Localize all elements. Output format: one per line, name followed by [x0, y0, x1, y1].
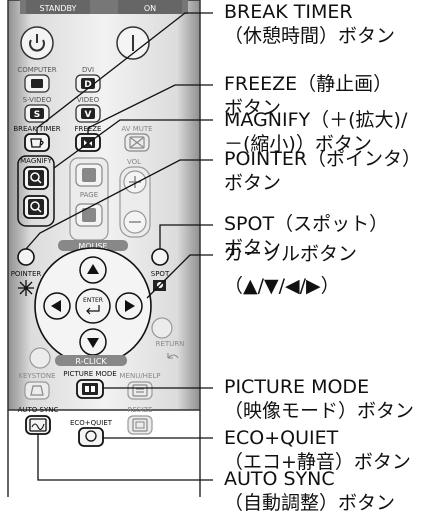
- leader-magnify: [53, 119, 213, 169]
- dvi-button[interactable]: D: [75, 74, 101, 93]
- page-down-button[interactable]: [75, 203, 103, 227]
- on-label: ON: [144, 4, 156, 13]
- callout-break-timer: BREAK TIMER （休憩時間）ボタン: [224, 0, 395, 48]
- callout-spot-line2: ボタン: [224, 237, 282, 259]
- callout-auto-sync: AUTO SYNC （自動調整）ボタン: [224, 467, 395, 515]
- callout-freeze-line2: ボタン: [224, 97, 282, 119]
- callout-magnify: MAGNIFY（＋(拡大)/ －(縮小)）ボタン: [224, 108, 407, 156]
- leader-freeze: [87, 84, 213, 134]
- r-click-button[interactable]: [29, 347, 51, 369]
- standby-label: STANDBY: [40, 4, 77, 13]
- callout-auto-sync-line2: （自動調整）ボタン: [224, 492, 396, 514]
- dvi-label: DVI: [82, 66, 94, 74]
- magnify-label: MAGNIFY: [20, 157, 52, 165]
- cursor-left-button[interactable]: [43, 292, 71, 320]
- on-button[interactable]: [116, 26, 150, 60]
- return-label: RETURN: [156, 340, 185, 348]
- callout-eco-quiet-line1: ECO+QUIET: [224, 427, 339, 449]
- av-mute-label: AV MUTE: [121, 125, 152, 133]
- cursor-right-button[interactable]: [115, 292, 143, 320]
- computer-label: COMPUTER: [17, 66, 56, 74]
- av-mute-button[interactable]: [124, 133, 150, 152]
- enter-label: ENTER: [83, 297, 103, 304]
- r-click-label: R-CLICK: [75, 357, 107, 366]
- leader-spot: [159, 224, 213, 249]
- video-label: VIDEO: [77, 96, 100, 104]
- keystone-button[interactable]: [24, 381, 50, 400]
- spot-button[interactable]: [151, 248, 169, 266]
- enter-button[interactable]: ENTER: [75, 288, 111, 324]
- callout-picture-mode: PICTURE MODE （映像モード）ボタン: [224, 375, 414, 423]
- magnify-minus-button[interactable]: [23, 195, 49, 219]
- callout-cursor-line1: カーソルボタン: [224, 243, 358, 265]
- cursor-up-button[interactable]: [79, 256, 107, 284]
- svideo-label: S-VIDEO: [23, 96, 52, 104]
- spot-label: SPOT: [151, 270, 170, 278]
- svideo-button[interactable]: S: [24, 104, 50, 123]
- page-up-button[interactable]: [75, 163, 103, 187]
- callout-magnify-line2: －(縮小)）ボタン: [224, 133, 372, 155]
- callout-eco-quiet: ECO+QUIET （エコ+静音）ボタン: [224, 426, 411, 474]
- remote-diagram: STANDBY ON COMPUTER DVI D S-VIDEO VIDEO …: [7, 0, 421, 514]
- enter-arrow-icon: [86, 305, 100, 315]
- callout-picture-mode-line1: PICTURE MODE: [224, 376, 370, 398]
- standby-button[interactable]: [20, 26, 54, 60]
- callout-break-timer-line1: BREAK TIMER: [224, 1, 353, 23]
- return-icon: [167, 353, 179, 359]
- callout-pointer: POINTER（ポインタ） ボタン: [224, 147, 421, 195]
- vol-plus-button[interactable]: [123, 170, 147, 194]
- pointer-label: POINTER: [11, 270, 42, 278]
- return-button[interactable]: [151, 317, 173, 339]
- resize-label: RESIZE: [127, 406, 152, 414]
- break-timer-button[interactable]: [24, 133, 50, 152]
- pointer-star-icon: [18, 280, 34, 296]
- callout-cursor: カーソルボタン （▲/▼/◀/▶）: [224, 242, 357, 298]
- resize-button[interactable]: [127, 415, 153, 435]
- leader-cursor: [146, 254, 213, 299]
- callout-cursor-line2: （▲/▼/◀/▶）: [224, 275, 340, 297]
- leader-pointer: [25, 159, 213, 250]
- callout-auto-sync-line1: AUTO SYNC: [224, 468, 335, 490]
- callout-freeze-line1: FREEZE（静止画）: [224, 73, 393, 95]
- mouse-label: MOUSE: [78, 242, 107, 251]
- video-button[interactable]: V: [75, 104, 101, 123]
- auto-sync-button[interactable]: [25, 415, 51, 435]
- eco-quiet-label: ECO+QUIET: [70, 419, 113, 427]
- callout-pointer-line1: POINTER（ポインタ）: [224, 148, 422, 170]
- computer-button[interactable]: [24, 74, 50, 93]
- pointer-button[interactable]: [17, 248, 35, 266]
- menu-help-button[interactable]: [127, 381, 153, 400]
- svideo-key: S: [34, 110, 40, 120]
- vol-minus-button[interactable]: [123, 210, 147, 234]
- callout-eco-quiet-line2: （エコ+静音）ボタン: [224, 451, 411, 473]
- callout-magnify-line1: MAGNIFY（＋(拡大)/: [224, 109, 408, 131]
- callout-spot-line1: SPOT（スポット）: [224, 213, 389, 235]
- callout-freeze: FREEZE（静止画） ボタン: [224, 72, 392, 120]
- menu-help-label: MENU/HELP: [120, 372, 161, 380]
- leader-break-timer: [36, 12, 213, 134]
- callout-picture-mode-line2: （映像モード）ボタン: [224, 400, 415, 422]
- leader-lines: [25, 12, 213, 481]
- leader-auto-sync: [37, 434, 213, 481]
- vol-label: VOL: [127, 158, 141, 166]
- callout-break-timer-line2: （休憩時間）ボタン: [224, 25, 396, 47]
- callout-spot: SPOT（スポット） ボタン: [224, 212, 388, 260]
- picture-mode-button[interactable]: [76, 379, 104, 399]
- keystone-label: KEYSTONE: [18, 372, 55, 380]
- auto-sync-label: AUTO SYNC: [18, 406, 59, 414]
- eco-quiet-button[interactable]: [78, 427, 104, 447]
- remote-illustration: STANDBY ON COMPUTER DVI D S-VIDEO VIDEO …: [7, 0, 213, 497]
- picture-mode-label: PICTURE MODE: [63, 370, 116, 378]
- magnify-plus-button[interactable]: [23, 166, 49, 190]
- callout-pointer-line2: ボタン: [224, 172, 282, 194]
- cursor-down-button[interactable]: [79, 328, 107, 356]
- page-label: PAGE: [80, 191, 98, 199]
- video-key: V: [85, 110, 92, 120]
- dvi-key: D: [84, 80, 91, 90]
